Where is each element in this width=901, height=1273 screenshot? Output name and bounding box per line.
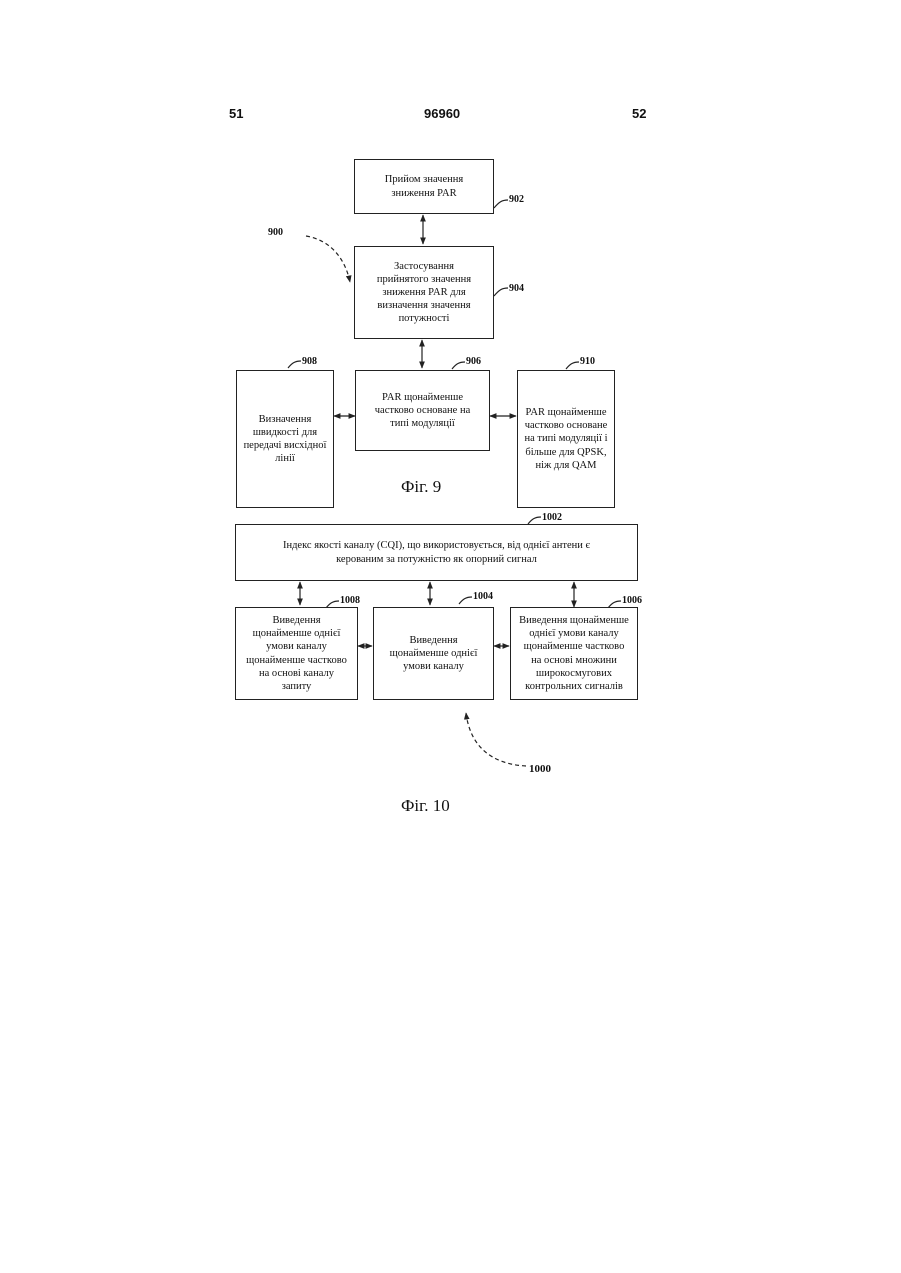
ref-1000-label: 1000 bbox=[529, 763, 551, 775]
ref-1002-label: 1002 bbox=[542, 512, 562, 523]
leader-904 bbox=[494, 288, 508, 296]
ref-1000-arrow bbox=[466, 713, 526, 766]
box-1008: Виведення щонайменше однієї умови каналу… bbox=[235, 607, 358, 700]
box-1002: Індекс якості каналу (CQI), що використо… bbox=[235, 524, 638, 581]
leader-910 bbox=[566, 362, 579, 369]
leader-902 bbox=[494, 200, 508, 208]
ref-910-label: 910 bbox=[580, 356, 595, 367]
box-910: PAR щонайменше частково основане на типі… bbox=[517, 370, 615, 508]
ref-1006-label: 1006 bbox=[622, 595, 642, 606]
box-902: Прийом значення зниження PAR bbox=[354, 159, 494, 214]
box-904: Застосування прийнятого значення зниженн… bbox=[354, 246, 494, 339]
ref-1008-label: 1008 bbox=[340, 595, 360, 606]
figure-10-label: Фіг. 10 bbox=[401, 796, 450, 816]
box-908: Визначення швидкості для передачі висхід… bbox=[236, 370, 334, 508]
box-906: PAR щонайменше частково основане на типі… bbox=[355, 370, 490, 451]
ref-904-label: 904 bbox=[509, 283, 524, 294]
ref-906-label: 906 bbox=[466, 356, 481, 367]
leader-908 bbox=[288, 361, 301, 368]
leader-906 bbox=[452, 362, 465, 369]
ref-908-label: 908 bbox=[302, 356, 317, 367]
leader-1002 bbox=[528, 517, 541, 524]
figure-9-label: Фіг. 9 bbox=[401, 477, 441, 497]
ref-902-label: 902 bbox=[509, 194, 524, 205]
box-1004: Виведення щонайменше однієї умови каналу bbox=[373, 607, 494, 700]
box-1006: Виведення щонайменше однієї умови каналу… bbox=[510, 607, 638, 700]
ref-1004-label: 1004 bbox=[473, 591, 493, 602]
ref-900-arrow bbox=[306, 236, 350, 282]
leader-1004 bbox=[459, 597, 472, 604]
ref-900-label: 900 bbox=[268, 227, 283, 238]
